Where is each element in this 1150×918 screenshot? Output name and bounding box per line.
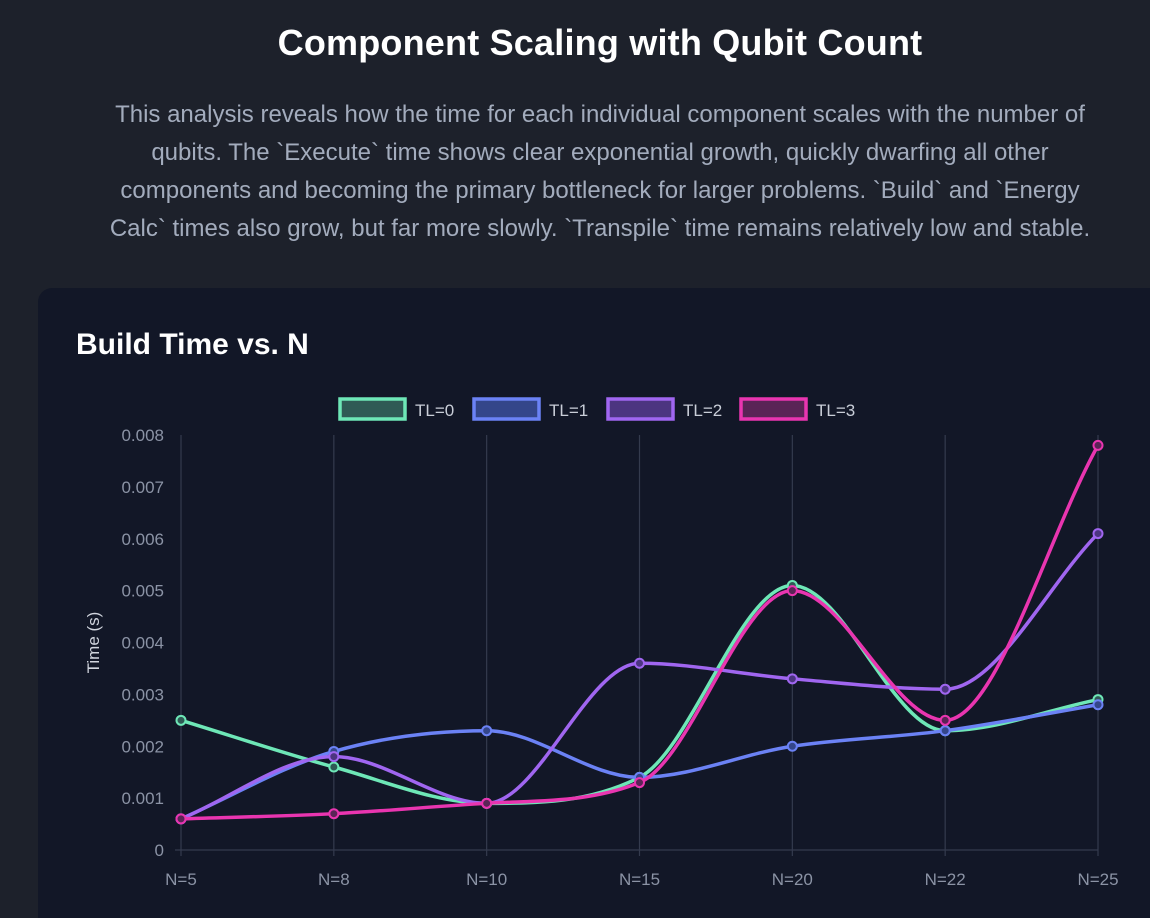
- y-tick-label: 0.005: [121, 582, 164, 601]
- y-tick-label: 0.007: [121, 478, 164, 497]
- series-tl-2: [175, 528, 1104, 825]
- data-point[interactable]: [939, 725, 951, 737]
- data-point[interactable]: [786, 673, 798, 685]
- legend[interactable]: TL=0 TL=1 TL=2 TL=3: [338, 397, 855, 421]
- x-tick-label: N=8: [318, 870, 350, 889]
- y-axis-label: Time (s): [84, 612, 103, 674]
- data-point[interactable]: [175, 714, 187, 726]
- data-point[interactable]: [634, 657, 645, 669]
- page-description: This analysis reveals how the time for e…: [109, 101, 1091, 242]
- data-point[interactable]: [481, 797, 493, 809]
- y-tick-label: 0.004: [121, 634, 164, 653]
- legend-swatch: [472, 397, 541, 421]
- x-tick-label: N=22: [925, 870, 966, 889]
- legend-item[interactable]: TL=3: [739, 397, 855, 421]
- y-tick-label: 0: [155, 841, 164, 860]
- data-point[interactable]: [328, 761, 340, 773]
- x-tick-label: N=10: [466, 870, 507, 889]
- legend-label: TL=1: [549, 401, 588, 420]
- data-point[interactable]: [634, 777, 645, 789]
- x-tick-label: N=15: [619, 870, 660, 889]
- axes: 0 0.001 0.002 0.003 0.004 0.005 0.006 0.007 0.00…: [84, 426, 1119, 889]
- grid-lines: [180, 435, 1099, 856]
- legend-swatch: [606, 397, 675, 421]
- data-point[interactable]: [939, 714, 951, 726]
- x-tick-label: N=5: [165, 870, 197, 889]
- legend-item[interactable]: TL=0: [338, 397, 454, 421]
- build-time-chart: 0 0.001 0.002 0.003 0.004 0.005 0.006 0.007 0.00…: [84, 397, 1119, 889]
- legend-item[interactable]: TL=1: [472, 397, 588, 421]
- data-point[interactable]: [786, 585, 798, 597]
- y-tick-label: 0.002: [121, 737, 164, 756]
- y-tick-label: 0.001: [121, 789, 164, 808]
- data-point[interactable]: [175, 813, 187, 825]
- legend-label: TL=0: [415, 401, 454, 420]
- series-line: [179, 443, 1100, 821]
- data-point[interactable]: [786, 740, 798, 752]
- series-lines: [175, 439, 1104, 825]
- x-tick-label: N=20: [772, 870, 813, 889]
- data-point[interactable]: [1092, 528, 1104, 540]
- legend-swatch: [739, 397, 808, 421]
- x-tick-label: N=25: [1077, 870, 1118, 889]
- chart-title: Build Time vs. N: [76, 328, 309, 361]
- legend-swatch: [338, 397, 407, 421]
- data-point[interactable]: [939, 683, 951, 695]
- data-point[interactable]: [1092, 699, 1104, 711]
- page-title: Component Scaling with Qubit Count: [277, 22, 923, 63]
- y-tick-label: 0.006: [121, 530, 164, 549]
- series-tl-3: [175, 439, 1104, 825]
- data-point[interactable]: [481, 725, 493, 737]
- y-tick-label: 0.003: [121, 685, 164, 704]
- data-point[interactable]: [1092, 439, 1104, 451]
- data-point[interactable]: [328, 751, 340, 763]
- data-point[interactable]: [328, 808, 340, 820]
- y-tick-label: 0.008: [121, 426, 164, 445]
- legend-label: TL=2: [683, 401, 722, 420]
- chart-card: Build Time vs. N 0 0.001 0.002 0.003 0.004 0.…: [38, 288, 1150, 918]
- legend-label: TL=3: [816, 401, 855, 420]
- legend-item[interactable]: TL=2: [606, 397, 722, 421]
